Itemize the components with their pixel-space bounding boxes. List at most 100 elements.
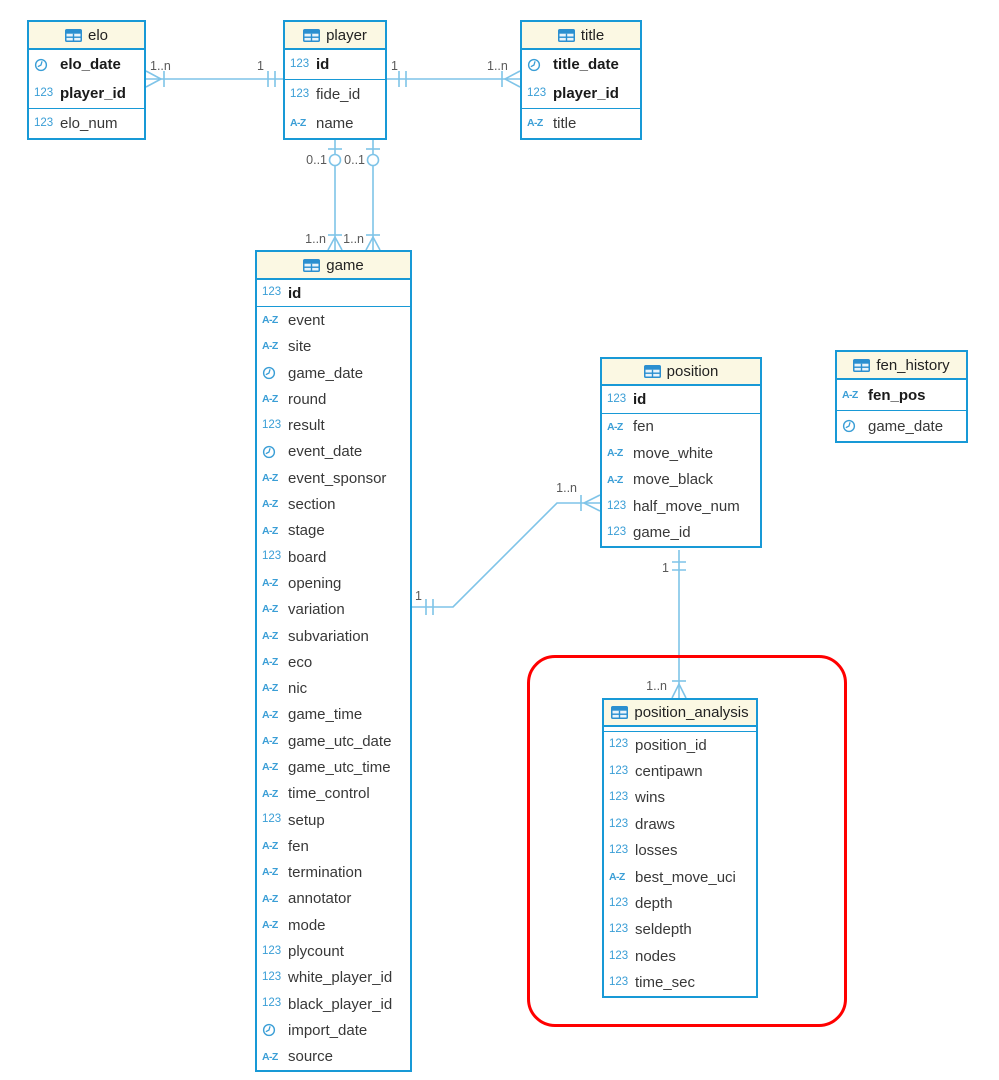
field-row[interactable]: A-Z game_time: [257, 702, 410, 728]
text-type-icon: A-Z: [262, 734, 278, 747]
field-row[interactable]: A-Z event: [257, 307, 410, 333]
table-header[interactable]: game: [257, 252, 410, 280]
relationship-game-position[interactable]: [412, 494, 601, 615]
field-row[interactable]: A-Z section: [257, 491, 410, 517]
field-row[interactable]: A-Z source: [257, 1044, 410, 1070]
field-row[interactable]: 123 id: [257, 280, 410, 306]
field-row[interactable]: A-Z variation: [257, 597, 410, 623]
field-name: player_id: [553, 85, 619, 102]
fields-section: 123 position_id 123 centipawn 123 wins 1…: [604, 732, 756, 996]
field-row[interactable]: A-Z move_black: [602, 467, 760, 494]
field-row[interactable]: 123 centipawn: [604, 758, 756, 784]
field-row[interactable]: A-Z round: [257, 386, 410, 412]
field-row[interactable]: A-Z termination: [257, 860, 410, 886]
cardinality-label: 1..n: [150, 59, 171, 73]
field-row[interactable]: import_date: [257, 1017, 410, 1043]
table-header[interactable]: position: [602, 359, 760, 386]
field-row[interactable]: A-Z event_sponsor: [257, 465, 410, 491]
field-row[interactable]: 123 setup: [257, 807, 410, 833]
relationship-player-title[interactable]: [387, 70, 521, 88]
field-row[interactable]: 123 nodes: [604, 943, 756, 969]
table-fen_history[interactable]: fen_history A-Z fen_pos game_date: [835, 350, 968, 443]
fields-section: A-Z event A-Z site game_date A-Z round 1…: [257, 307, 410, 1070]
exactly-one-marker: [425, 599, 434, 615]
field-row[interactable]: 123 plycount: [257, 938, 410, 964]
field-row[interactable]: 123 time_sec: [604, 970, 756, 996]
text-type-icon: A-Z: [262, 629, 278, 642]
table-name: fen_history: [876, 356, 950, 374]
field-row[interactable]: game_date: [257, 360, 410, 386]
field-row[interactable]: A-Z name: [285, 109, 385, 138]
field-row[interactable]: A-Z time_control: [257, 781, 410, 807]
field-row[interactable]: 123 fide_id: [285, 80, 385, 109]
table-position[interactable]: position 123 id A-Z fen A-Z move_white A…: [600, 357, 762, 548]
field-row[interactable]: A-Z site: [257, 334, 410, 360]
field-row[interactable]: A-Z move_white: [602, 440, 760, 467]
field-row[interactable]: 123 board: [257, 544, 410, 570]
text-type-icon: A-Z: [262, 340, 278, 353]
field-row[interactable]: A-Z game_utc_time: [257, 754, 410, 780]
table-header[interactable]: title: [522, 22, 640, 50]
field-name: eco: [288, 653, 313, 671]
field-row[interactable]: A-Z best_move_uci: [604, 864, 756, 890]
field-name: fen: [288, 837, 309, 855]
field-row[interactable]: A-Z fen_pos: [837, 380, 966, 410]
field-name: fide_id: [316, 86, 361, 103]
field-row[interactable]: A-Z mode: [257, 912, 410, 938]
highlight-rectangle: [527, 655, 847, 1027]
field-row[interactable]: A-Z nic: [257, 675, 410, 701]
table-header[interactable]: elo: [29, 22, 144, 50]
field-row[interactable]: A-Z subvariation: [257, 623, 410, 649]
relationship-elo-player[interactable]: [145, 70, 285, 88]
table-position_analysis[interactable]: position_analysis 123 position_id 123 ce…: [602, 698, 758, 998]
field-row[interactable]: 123 seldepth: [604, 917, 756, 943]
field-row[interactable]: 123 result: [257, 412, 410, 438]
field-row[interactable]: game_date: [837, 411, 966, 441]
field-row[interactable]: 123 black_player_id: [257, 991, 410, 1017]
field-row[interactable]: 123 position_id: [604, 732, 756, 758]
field-row[interactable]: 123 id: [602, 386, 760, 413]
field-row[interactable]: 123 elo_num: [29, 109, 144, 138]
field-row[interactable]: A-Z annotator: [257, 886, 410, 912]
text-type-icon: A-Z: [262, 919, 278, 932]
text-type-icon: A-Z: [262, 393, 278, 406]
field-row[interactable]: 123 wins: [604, 785, 756, 811]
numeric-type-icon: 123: [34, 116, 54, 129]
table-elo[interactable]: elo elo_date 123 player_id 123 elo_num: [27, 20, 146, 140]
field-row[interactable]: A-Z game_utc_date: [257, 728, 410, 754]
table-header[interactable]: position_analysis: [604, 700, 756, 727]
field-row[interactable]: A-Z stage: [257, 518, 410, 544]
numeric-type-icon: 123: [262, 944, 282, 957]
table-player[interactable]: player 123 id 123 fide_id A-Z name: [283, 20, 387, 140]
relationship-player-game-white[interactable]: [327, 137, 343, 251]
field-row[interactable]: 123 player_id: [29, 79, 144, 108]
field-row[interactable]: 123 draws: [604, 811, 756, 837]
field-row[interactable]: A-Z opening: [257, 570, 410, 596]
field-row[interactable]: 123 half_move_num: [602, 493, 760, 520]
field-row[interactable]: A-Z fen: [257, 833, 410, 859]
relationship-player-game-black[interactable]: [365, 137, 381, 251]
table-title[interactable]: title title_date 123 player_id A-Z title: [520, 20, 642, 140]
primary-key-section: 123 id: [602, 386, 760, 414]
relationship-position-analysis[interactable]: [671, 550, 687, 699]
table-header[interactable]: player: [285, 22, 385, 50]
field-row[interactable]: 123 player_id: [522, 79, 640, 108]
table-game[interactable]: game 123 id A-Z event A-Z site game_date…: [255, 250, 412, 1072]
field-name: fen: [633, 418, 654, 436]
field-name: game_date: [868, 417, 944, 435]
table-header[interactable]: fen_history: [837, 352, 966, 380]
field-row[interactable]: A-Z eco: [257, 649, 410, 675]
field-row[interactable]: A-Z fen: [602, 414, 760, 441]
field-row[interactable]: 123 losses: [604, 838, 756, 864]
field-row[interactable]: 123 depth: [604, 890, 756, 916]
field-row[interactable]: A-Z title: [522, 109, 640, 138]
field-row[interactable]: elo_date: [29, 50, 144, 79]
relationship-line[interactable]: [412, 502, 600, 608]
field-row[interactable]: 123 id: [285, 50, 385, 79]
field-row[interactable]: 123 game_id: [602, 520, 760, 547]
numeric-type-icon: 123: [527, 86, 547, 99]
field-row[interactable]: 123 white_player_id: [257, 965, 410, 991]
field-row[interactable]: title_date: [522, 50, 640, 79]
field-row[interactable]: event_date: [257, 439, 410, 465]
